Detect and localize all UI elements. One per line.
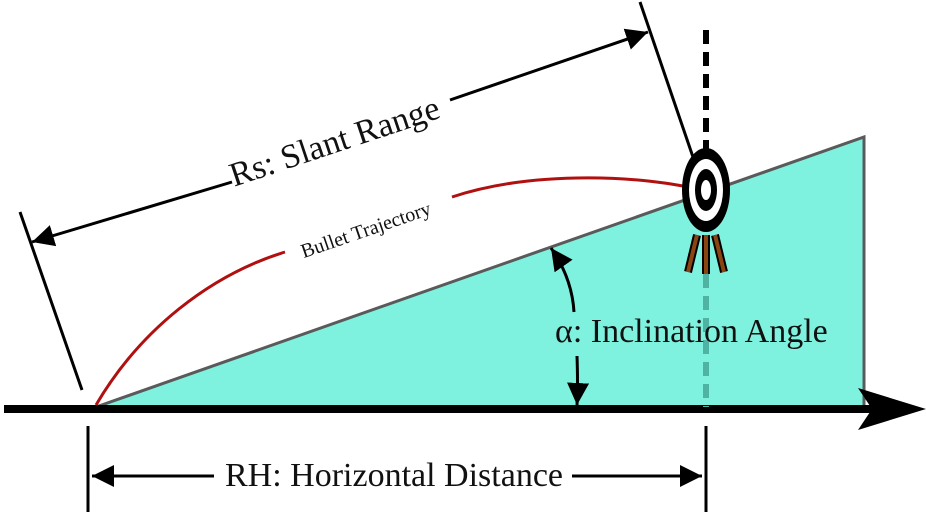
ground-axis-arrowhead <box>858 388 926 430</box>
bullet-trajectory-right <box>451 176 693 199</box>
bullet-trajectory-label: Bullet Trajectory <box>298 198 434 263</box>
target-bullseye-icon <box>682 148 730 232</box>
slant-range-arrow-left <box>31 180 233 247</box>
slant-range-label: Rs: Slant Range <box>225 90 445 195</box>
slope-triangle <box>95 134 866 409</box>
target-leg-right-inner <box>713 234 726 273</box>
horizontal-distance-label: RH: Horizontal Distance <box>225 457 563 494</box>
inclination-angle-arc-upper <box>549 247 576 313</box>
slant-extension-right <box>638 1 696 161</box>
target-leg-left-inner <box>686 234 699 273</box>
slant-range-arrow-right <box>449 28 649 102</box>
slant-extension-left <box>18 211 84 391</box>
inclination-angle-label: α: Inclination Angle <box>555 313 828 350</box>
bullet-trajectory-left <box>94 250 286 406</box>
inclination-angle-arc-lower <box>567 355 590 406</box>
